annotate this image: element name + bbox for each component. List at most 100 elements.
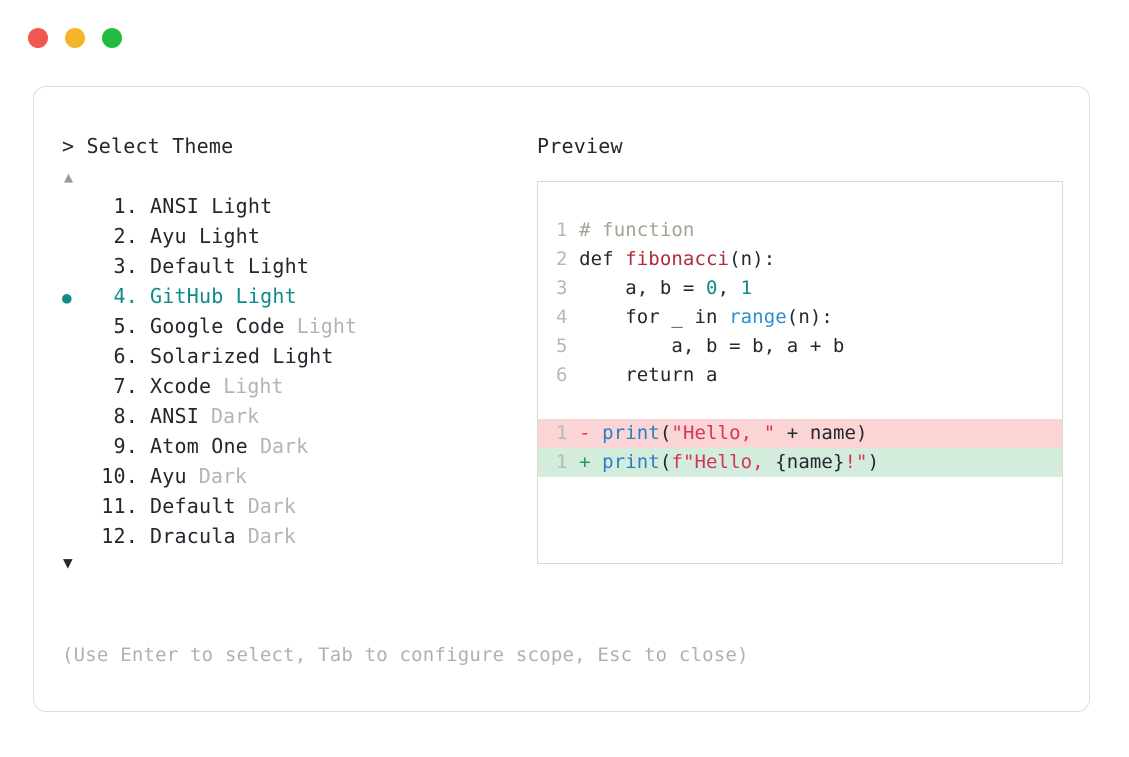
code-token: print [602, 451, 660, 473]
code-line: 2 def fibonacci(n): [538, 245, 1062, 274]
theme-item-number: 12. [101, 524, 138, 548]
theme-item-number: 10. [101, 464, 138, 488]
code-token: # function [579, 219, 695, 241]
code-token: ( [659, 451, 672, 473]
theme-list-item[interactable]: 5. Google Code Light [62, 311, 532, 341]
theme-list-item[interactable]: 1. ANSI Light [62, 191, 532, 221]
line-number: 4 [556, 306, 580, 328]
code-token: (n): [786, 306, 833, 328]
scroll-down-icon[interactable]: ▼ [63, 553, 73, 572]
code-token: f"Hello, [671, 451, 776, 473]
code-token: 1 [740, 277, 753, 299]
theme-list-item[interactable]: 3. Default Light [62, 251, 532, 281]
code-spacer [538, 390, 1062, 419]
code-token: return a [579, 364, 718, 386]
theme-item-name: Atom One [150, 434, 248, 458]
theme-item-name: Google Code [150, 314, 285, 338]
theme-item-number: 5. [113, 314, 138, 338]
keyboard-hint: (Use Enter to select, Tab to configure s… [62, 644, 749, 666]
theme-list-item[interactable]: 9. Atom One Dark [62, 431, 532, 461]
theme-list-item[interactable]: 8. ANSI Dark [62, 401, 532, 431]
minimize-window-button[interactable] [65, 28, 85, 48]
theme-list-item[interactable]: 11. Default Dark [62, 491, 532, 521]
code-token: fibonacci [625, 248, 730, 270]
preview-label: Preview [537, 134, 623, 158]
theme-item-variant: Light [211, 374, 284, 398]
theme-selector-pane: > Select Theme ▲ 1. ANSI Light 2. Ayu Light… [62, 133, 532, 575]
code-token: (n): [729, 248, 776, 270]
theme-item-name: Dracula [150, 524, 236, 548]
theme-list[interactable]: 1. ANSI Light 2. Ayu Light 3. Default Light ● 4… [62, 191, 532, 551]
code-line: 1 # function [538, 216, 1062, 245]
theme-item-name: GitHub Light [150, 284, 297, 308]
line-number: 2 [556, 248, 580, 270]
theme-item-number: 3. [113, 254, 138, 278]
maximize-window-button[interactable] [102, 28, 122, 48]
theme-item-name: Default Light [150, 254, 310, 278]
theme-item-number: 6. [113, 344, 138, 368]
code-token: print [602, 422, 660, 444]
theme-item-name: ANSI Light [150, 194, 273, 218]
line-number: 3 [556, 277, 580, 299]
code-token: ) [867, 451, 880, 473]
theme-list-item[interactable]: 12. Dracula Dark [62, 521, 532, 551]
theme-list-item[interactable]: 7. Xcode Light [62, 371, 532, 401]
close-window-button[interactable] [28, 28, 48, 48]
theme-item-number: 8. [113, 404, 138, 428]
theme-picker-card: > Select Theme ▲ 1. ANSI Light 2. Ayu Light… [33, 86, 1090, 712]
code-token: a, b = [579, 277, 707, 299]
line-number: 6 [556, 364, 580, 386]
theme-item-number: 4. [113, 284, 138, 308]
code-line: 6 return a [538, 361, 1062, 390]
theme-item-number: 11. [101, 494, 138, 518]
theme-item-name: Xcode [150, 374, 212, 398]
selected-bullet-icon: ● [62, 288, 72, 307]
theme-item-name: Ayu Light [150, 224, 261, 248]
theme-list-item[interactable]: ● 4. GitHub Light [62, 281, 532, 311]
theme-item-number: 1. [113, 194, 138, 218]
diff-line-added: 1 + print(f"Hello, {name}!") [538, 448, 1062, 477]
code-token: {name} [775, 451, 845, 473]
theme-list-item[interactable]: 6. Solarized Light [62, 341, 532, 371]
theme-item-name: ANSI [150, 404, 199, 428]
code-token: 0 [706, 277, 718, 299]
theme-item-number: 9. [113, 434, 138, 458]
diff-minus-marker: - [579, 422, 603, 444]
code-line: 5 a, b = b, a + b [538, 332, 1062, 361]
code-token: "Hello, " [671, 422, 776, 444]
page-title: > Select Theme [62, 134, 234, 158]
theme-item-name: Default [150, 494, 236, 518]
theme-list-item[interactable]: 10. Ayu Dark [62, 461, 532, 491]
theme-item-number: 7. [113, 374, 138, 398]
theme-item-variant: Dark [186, 464, 247, 488]
theme-item-variant: Dark [247, 434, 309, 458]
theme-item-name: Solarized Light [150, 344, 334, 368]
code-token: range [729, 306, 787, 328]
line-number: 5 [556, 335, 580, 357]
scroll-up-icon[interactable]: ▲ [64, 168, 74, 186]
theme-item-variant: Light [284, 314, 357, 338]
line-number: 1 [556, 219, 580, 241]
diff-line-removed: 1 - print("Hello, " + name) [538, 419, 1062, 448]
theme-list-item[interactable]: 2. Ayu Light [62, 221, 532, 251]
line-number: 1 [556, 451, 580, 473]
theme-item-number: 2. [113, 224, 138, 248]
code-line: 4 for _ in range(n): [538, 303, 1062, 332]
code-token: for _ in [579, 306, 730, 328]
code-token: + name) [775, 422, 868, 444]
code-line: 3 a, b = 0, 1 [538, 274, 1062, 303]
theme-item-variant: Dark [235, 524, 296, 548]
diff-plus-marker: + [579, 451, 603, 473]
code-token: a, b = b, a + b [579, 335, 845, 357]
window-traffic-lights [28, 28, 122, 48]
theme-item-name: Ayu [150, 464, 187, 488]
theme-item-variant: Dark [235, 494, 296, 518]
theme-item-variant: Dark [198, 404, 260, 428]
code-token: def [579, 248, 626, 270]
code-token: ( [659, 422, 672, 444]
code-token: , [717, 277, 741, 299]
